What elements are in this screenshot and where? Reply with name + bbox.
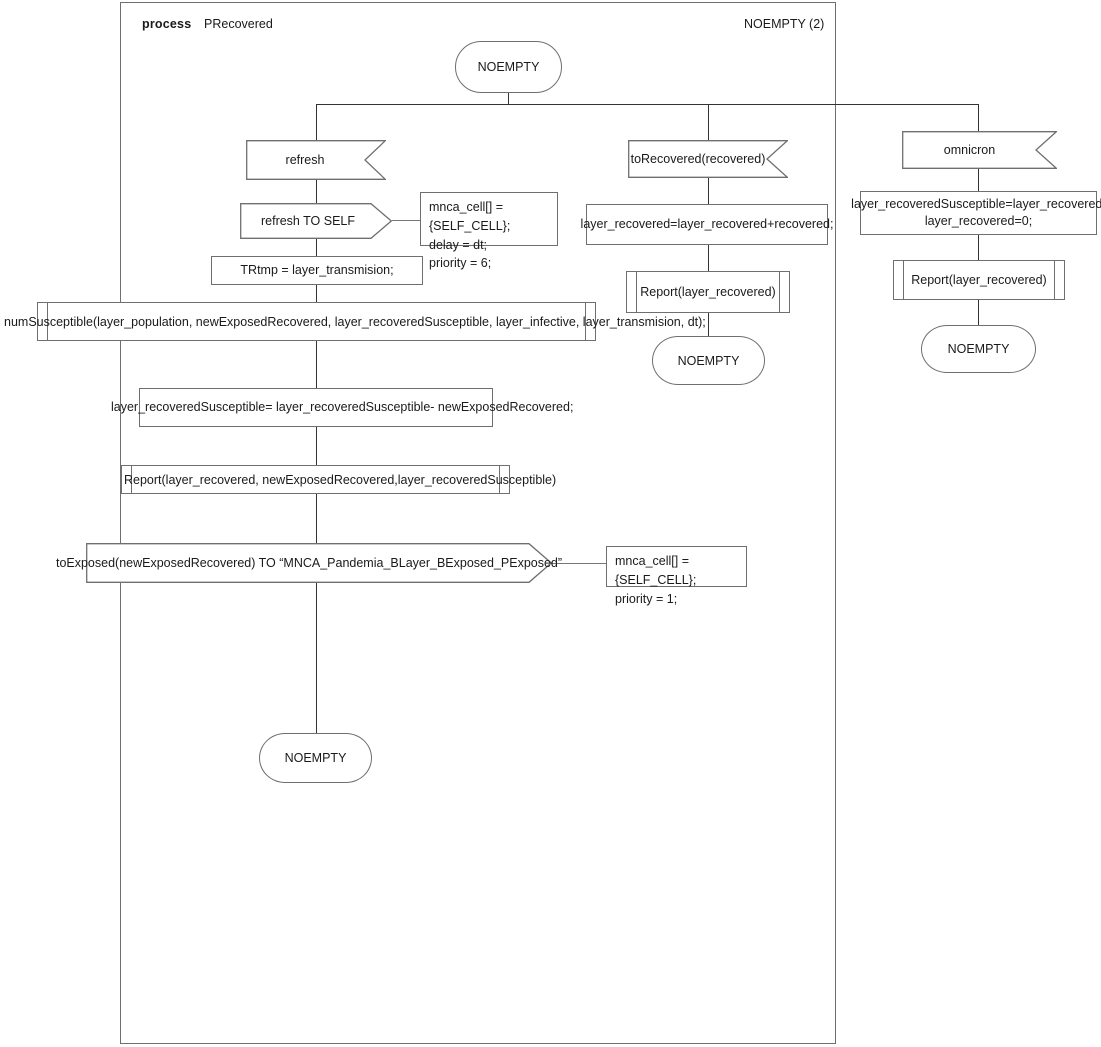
output-signal-toexposed[interactable]: toExposed(newExposedRecovered) TO “MNCA_… <box>56 543 562 583</box>
connector-toexposed-note <box>552 563 606 565</box>
task-update-recoveredsusceptible[interactable]: layer_recoveredSusceptible= layer_recove… <box>139 388 493 427</box>
procedure-numsusceptible-label: numSusceptible(layer_population, newExpo… <box>0 315 667 329</box>
connector-output-to-trtmp <box>316 239 318 256</box>
end-state-noempty-refresh[interactable]: NOEMPTY <box>259 733 372 783</box>
task-reset-label: layer_recoveredSusceptible=layer_recover… <box>851 197 1101 228</box>
connector-report-to-endstate-omnicron <box>978 300 980 325</box>
end-state-noempty-torecovered[interactable]: NOEMPTY <box>652 336 765 385</box>
connector-refresh-to-output <box>316 180 318 203</box>
task-accumulate-label: layer_recovered=layer_recovered+recovere… <box>580 217 834 232</box>
input-signal-shape <box>246 140 387 180</box>
output-signal-toexposed-label: toExposed(newExposedRecovered) TO “MNCA_… <box>55 556 563 570</box>
state-label: NOEMPTY <box>284 751 347 765</box>
procedure-report-torecovered[interactable]: Report(layer_recovered) <box>626 271 790 313</box>
task-trtmp[interactable]: TRtmp = layer_transmision; <box>211 256 423 285</box>
state-label: NOEMPTY <box>947 342 1010 356</box>
task-reset-omnicron[interactable]: layer_recoveredSusceptible=layer_recover… <box>851 191 1101 235</box>
connector-omnicron-to-task <box>978 169 980 191</box>
output-signal-label: refresh TO SELF <box>260 214 356 228</box>
connector-bus-to-refresh <box>316 104 318 140</box>
procedure-report-omnicron[interactable]: Report(layer_recovered) <box>893 260 1065 300</box>
note-toexposed: mnca_cell[] = {SELF_CELL}; priority = 1; <box>606 546 747 606</box>
state-label: NOEMPTY <box>477 60 540 74</box>
task-accumulate-recovered[interactable]: layer_recovered=layer_recovered+recovere… <box>581 204 833 245</box>
page-label: NOEMPTY (2) <box>744 17 825 31</box>
output-signal-shape-toexposed <box>86 543 553 583</box>
connector-bus-to-omnicron <box>978 104 980 131</box>
procedure-report-omnicron-label: Report(layer_recovered) <box>911 273 1047 287</box>
note-refresh-to-self: mnca_cell[] = {SELF_CELL}; delay = dt; p… <box>420 192 558 270</box>
end-state-noempty-omnicron[interactable]: NOEMPTY <box>921 325 1036 373</box>
connector-start-to-bus <box>508 93 510 105</box>
connector-numsusceptible-to-update <box>316 341 318 388</box>
input-signal-shape-omnicron <box>902 131 1058 169</box>
input-signal-label: refresh <box>285 153 325 167</box>
procedure-report-torecovered-label: Report(layer_recovered) <box>640 285 776 299</box>
task-trtmp-label: TRtmp = layer_transmision; <box>240 263 394 278</box>
process-frame <box>120 2 836 1044</box>
connector-task-to-report-omnicron <box>978 235 980 260</box>
task-update-label: layer_recoveredSusceptible= layer_recove… <box>140 391 492 425</box>
connector-torecovered-to-task <box>708 178 710 204</box>
process-name-label: PRecovered <box>204 17 273 31</box>
procedure-report-refresh[interactable]: Report(layer_recovered, newExposedRecove… <box>121 465 510 494</box>
input-signal-refresh[interactable]: refresh <box>246 140 387 180</box>
state-label: NOEMPTY <box>677 353 740 368</box>
input-signal-torecovered[interactable]: toRecovered(recovered) <box>628 140 789 178</box>
connector-update-to-report <box>316 427 318 465</box>
input-signal-shape-torecovered <box>628 140 789 178</box>
input-signal-omnicron[interactable]: omnicron <box>902 131 1058 169</box>
output-signal-refresh-to-self[interactable]: refresh TO SELF <box>240 203 393 239</box>
procedure-report-refresh-label: Report(layer_recovered, newExposedRecove… <box>99 473 531 487</box>
procedure-numsusceptible[interactable]: numSusceptible(layer_population, newExpo… <box>37 302 596 341</box>
connector-task-to-report-torecovered <box>708 245 710 271</box>
connector-bus-to-torecovered <box>708 104 710 140</box>
input-signal-omnicron-label: omnicron <box>943 143 996 157</box>
connector-toexposed-to-endstate <box>316 583 318 733</box>
process-keyword-label: process <box>142 17 192 31</box>
connector-report-to-toexposed <box>316 494 318 543</box>
connector-distribution-bus <box>316 104 979 106</box>
connector-report-to-endstate-torecovered <box>708 313 710 336</box>
connector-trtmp-to-numsusceptible <box>316 285 318 302</box>
input-signal-torecovered-label: toRecovered(recovered) <box>630 152 766 166</box>
output-signal-shape <box>240 203 393 239</box>
connector-refresh-note <box>392 220 420 222</box>
start-state-noempty[interactable]: NOEMPTY <box>455 41 562 93</box>
